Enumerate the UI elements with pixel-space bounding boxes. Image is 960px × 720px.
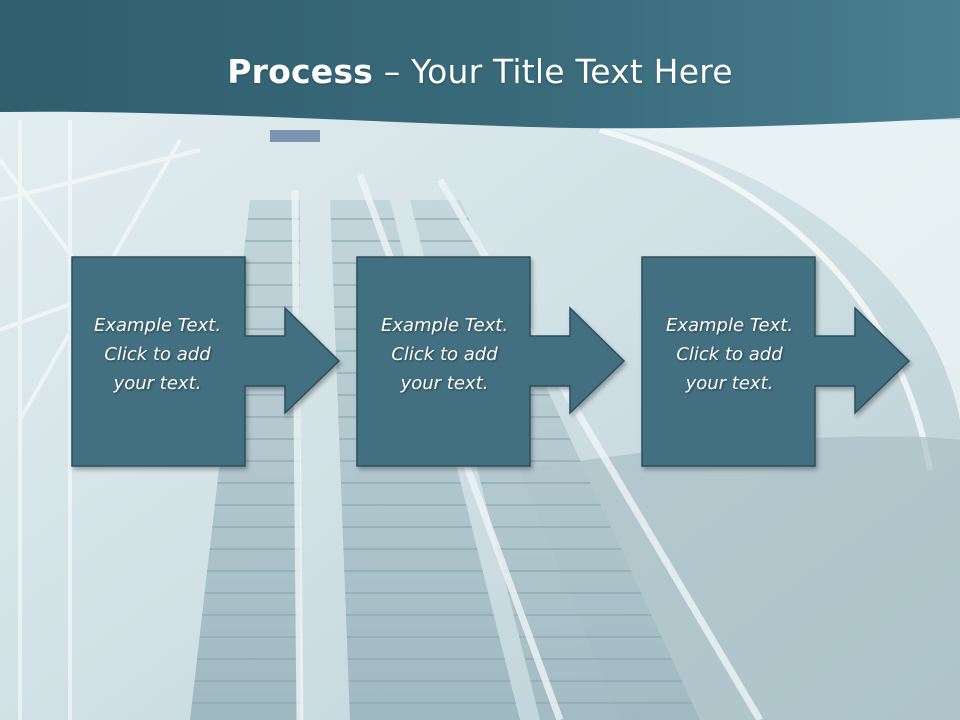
step-3-line-1: Example Text.: [665, 315, 794, 336]
process-step-1[interactable]: [71, 256, 341, 467]
step-2-line-3: your text.: [400, 373, 489, 394]
step-2-text[interactable]: Example Text. Click to add your text.: [357, 311, 532, 398]
step-3-line-2: Click to add: [676, 344, 783, 365]
step-3-text[interactable]: Example Text. Click to add your text.: [642, 311, 817, 398]
slide-title[interactable]: Process – Your Title Text Here: [0, 52, 960, 91]
title-rest: – Your Title Text Here: [373, 52, 733, 91]
process-step-3[interactable]: [641, 256, 911, 467]
step-3-line-3: your text.: [685, 373, 774, 394]
title-bold: Process: [227, 52, 374, 91]
process-step-2[interactable]: [356, 256, 626, 467]
step-1-line-1: Example Text.: [93, 315, 222, 336]
step-1-line-3: your text.: [113, 373, 202, 394]
step-2-line-1: Example Text.: [380, 315, 509, 336]
step-1-text[interactable]: Example Text. Click to add your text.: [70, 311, 245, 398]
step-2-line-2: Click to add: [391, 344, 498, 365]
step-1-line-2: Click to add: [104, 344, 211, 365]
